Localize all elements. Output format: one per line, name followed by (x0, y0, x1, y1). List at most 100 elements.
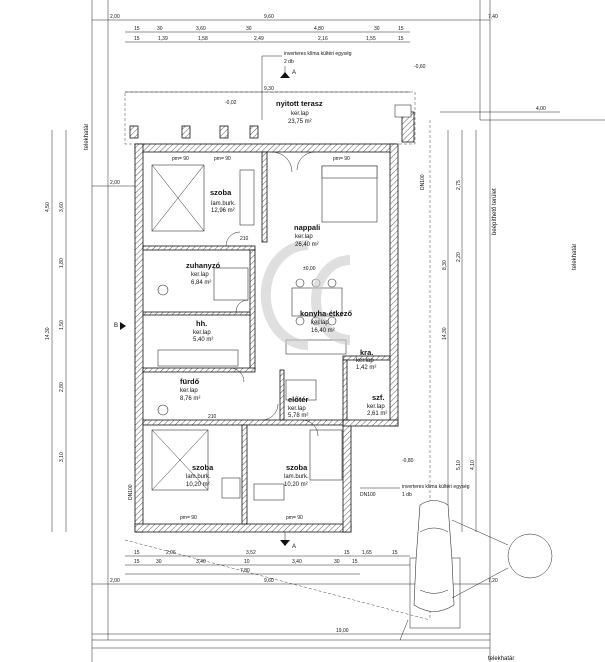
dim-bottom-r1-2: 2,06 (166, 550, 176, 556)
dim-top-r2-7: 15 (398, 26, 404, 32)
terrace-outline (124, 91, 416, 145)
dim-bottom-r2-4: 10 (244, 559, 250, 565)
dim-bottom-r2-6: 30 (334, 559, 340, 565)
svg-text:előtér: előtér (288, 395, 309, 404)
dim-bottom-r1-3: 3,52 (246, 550, 256, 556)
dim-top-r3-6: 1,55 (366, 36, 376, 42)
svg-text:szoba: szoba (286, 463, 308, 472)
dim-top-r3-4: 2,49 (254, 36, 264, 42)
dim-right-6: 5,10 (456, 460, 462, 470)
dim-bottom-r1-4: 15 (344, 550, 350, 556)
dim-top-misc-2: 4,00 (536, 106, 546, 112)
svg-text:10,20 m²: 10,20 m² (284, 482, 308, 488)
room-szelfogo: szf. ker.lap 2,61 m² (367, 393, 387, 417)
downpipe-1: DN100 (360, 492, 376, 498)
section-marker-b: B (114, 322, 126, 330)
svg-text:8,76 m²: 8,76 m² (180, 396, 200, 402)
dim-bottom-r1-6: 15 (392, 550, 398, 556)
terrace-piers (129, 111, 415, 143)
ac-top-count: 2 db (284, 59, 294, 65)
car (413, 500, 455, 612)
toilet-1 (157, 284, 169, 296)
svg-text:nappali: nappali (294, 223, 320, 232)
svg-text:hh.: hh. (196, 319, 207, 328)
dim-right-1: 2,75 (456, 180, 462, 190)
dim-top-r2-5: 4,80 (314, 26, 324, 32)
dim-left-6: 3,10 (59, 452, 65, 462)
dim-top-r2-4: 30 (246, 26, 252, 32)
dim-left-1: 3,60 (59, 202, 65, 212)
toilet-2 (157, 404, 169, 416)
desk-2 (253, 483, 285, 501)
svg-text:ker.lap: ker.lap (291, 111, 309, 117)
dim-bottom-r1-5: 1,65 (362, 550, 372, 556)
watermark-logo (260, 240, 351, 350)
pm-label-1: pm= 90 (172, 156, 189, 162)
svg-text:A: A (292, 70, 296, 76)
level-interior: ±0,00 (303, 266, 316, 272)
wardrobe-1 (239, 169, 255, 226)
room-zuhanyzo: zuhanyzó ker.lap 6,84 m² (186, 261, 221, 286)
door-height-2: 210 (208, 414, 217, 420)
dim-top-r3-1: 15 (134, 36, 140, 42)
downpipe-3: DN100 (420, 174, 426, 190)
dim-bottom-r2-3: 3,40 (196, 559, 206, 565)
svg-text:fürdő: fürdő (180, 377, 200, 386)
dim-bottom-r4-2: 9,60 (264, 578, 274, 584)
svg-text:2,61 m²: 2,61 m² (367, 411, 387, 417)
svg-text:konyha-étkező: konyha-étkező (300, 309, 353, 318)
pm-label-5: pm= 90 (286, 515, 303, 521)
dim-bottom-r4-3: 7,20 (488, 578, 498, 584)
dim-top-r3-5: 2,16 (318, 36, 328, 42)
dim-top-1: 2,00 (110, 14, 120, 20)
room-furdo: fürdő ker.lap 8,76 m² (180, 377, 200, 402)
desk-1 (221, 477, 241, 499)
dim-left-3: 1,80 (59, 258, 65, 268)
room-labels: szoba lam.burk. 12,96 m² zuhanyzó ker.la… (180, 99, 387, 488)
svg-text:26,40 m²: 26,40 m² (295, 242, 319, 248)
shower (213, 267, 249, 301)
dim-bottom-r1-1: 15 (134, 550, 140, 556)
level-top: -0,60 (414, 64, 426, 70)
bathtub (157, 349, 239, 367)
dim-top-r3-3: 1,58 (198, 36, 208, 42)
pm-label-2: pm= 90 (214, 156, 231, 162)
svg-text:23,75 m²: 23,75 m² (288, 119, 312, 125)
ac-bottom-count: 1 db (402, 492, 412, 498)
boundary-label-right: telekhatár (572, 244, 578, 270)
dim-top-r2-6: 30 (374, 26, 380, 32)
svg-text:12,96 m²: 12,96 m² (211, 208, 235, 214)
ac-bottom-label: inverteres klíma kültéri egység (402, 484, 470, 490)
svg-text:kra.: kra. (360, 348, 373, 357)
dim-top-2: 9,60 (264, 14, 274, 20)
svg-text:szoba: szoba (192, 463, 214, 472)
building-line-label: beépíthető terület (492, 188, 498, 235)
svg-text:zuhanyzó: zuhanyzó (186, 261, 221, 270)
pm-label-4: pm= 90 (180, 515, 197, 521)
wardrobe-2 (285, 379, 317, 401)
parking-space: P1 (399, 500, 553, 641)
ac-unit-box (394, 104, 412, 118)
door-height-1: 210 (240, 236, 249, 242)
dim-bottom-r2-1: 15 (134, 559, 140, 565)
svg-text:nyitott terasz: nyitott terasz (276, 99, 323, 108)
room-hh: hh. ker.lap 5,40 m² (193, 319, 213, 343)
dimension-lines-left (51, 130, 67, 532)
dim-right-2: 2,20 (456, 252, 462, 262)
svg-text:szoba: szoba (210, 188, 232, 197)
svg-text:ker.lap: ker.lap (191, 272, 209, 278)
room-terasz: nyitott terasz ker.lap 23,75 m² (276, 99, 323, 125)
boundary-label-left: telekhatár (84, 124, 90, 150)
svg-text:16,40 m²: 16,40 m² (311, 328, 335, 334)
svg-text:6,84 m²: 6,84 m² (191, 280, 211, 286)
dimension-lines-right (447, 130, 477, 532)
svg-text:A: A (292, 544, 296, 550)
dim-top-r2-2: 30 (157, 26, 163, 32)
dim-bottom-r3-1: 7,80 (240, 568, 250, 574)
svg-text:5,78 m²: 5,78 m² (288, 413, 308, 419)
svg-text:lam.burk.: lam.burk. (186, 474, 211, 480)
pm-label-3: pm= 90 (333, 156, 350, 162)
dim-right-4: 14,30 (442, 327, 448, 340)
room-szoba-1: szoba lam.burk. 12,96 m² (210, 188, 236, 214)
dim-top-r2-1: 15 (134, 26, 140, 32)
